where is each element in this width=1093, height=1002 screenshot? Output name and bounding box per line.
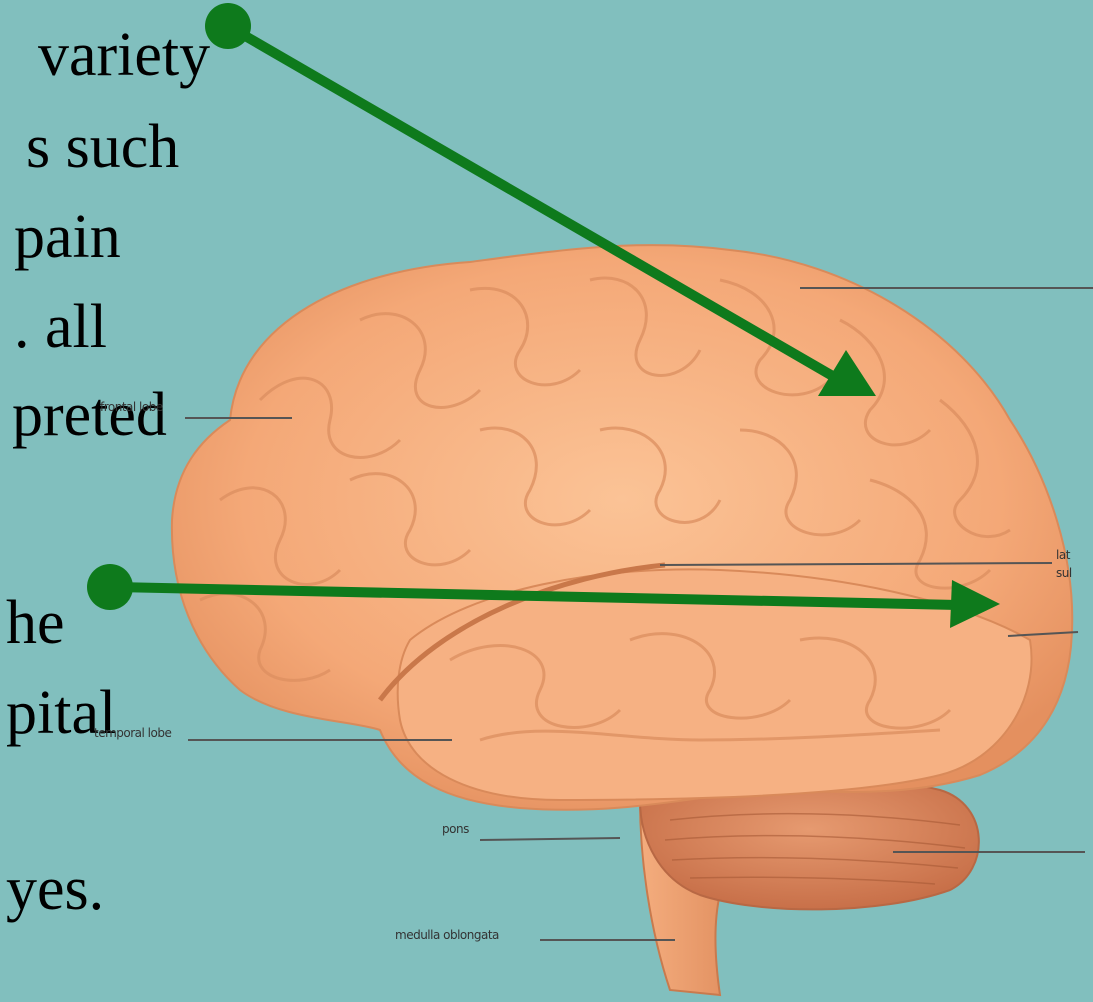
label-temporal-lobe: temporal lobe: [94, 726, 171, 740]
label-medulla-oblongata: medulla oblongata: [395, 928, 499, 942]
label-lateral-sulcus-1: lat: [1056, 548, 1070, 562]
label-pons: pons: [442, 822, 469, 836]
label-lateral-sulcus-2: sul: [1056, 566, 1072, 580]
label-frontal-lobe: frontal lobe: [100, 400, 163, 414]
